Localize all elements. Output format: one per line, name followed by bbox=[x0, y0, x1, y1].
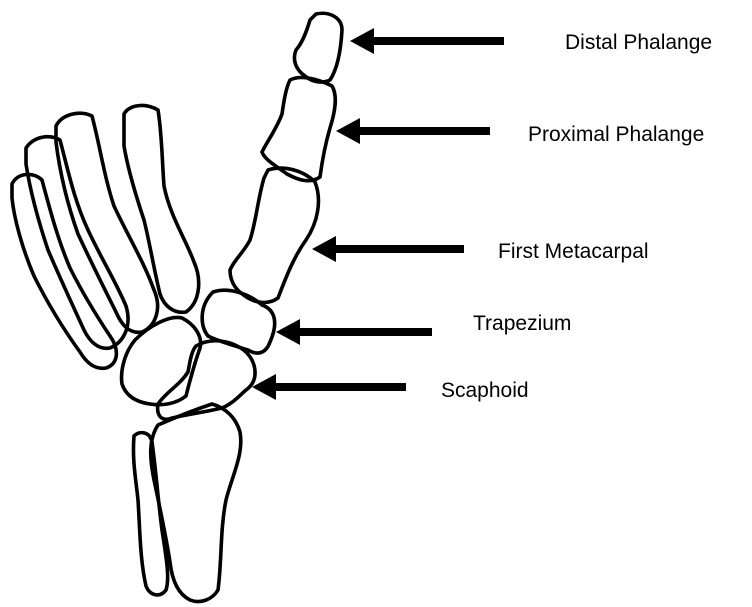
finger-metacarpal-bone bbox=[12, 174, 116, 368]
scaphoid-label: Scaphoid bbox=[441, 380, 529, 401]
proximal-phalange-bone bbox=[262, 78, 335, 181]
arrow bbox=[336, 118, 490, 144]
arrow bbox=[276, 319, 432, 345]
arrow bbox=[252, 374, 406, 400]
first-metacarpal-label: First Metacarpal bbox=[498, 241, 649, 262]
proximal-phalange-label: Proximal Phalange bbox=[528, 124, 704, 145]
arrow bbox=[350, 28, 504, 54]
arrow bbox=[312, 236, 464, 262]
finger-metacarpal-bone bbox=[26, 137, 128, 349]
trapezium-label: Trapezium bbox=[473, 313, 571, 334]
finger-metacarpal-bone bbox=[124, 105, 199, 312]
distal-phalange-label: Distal Phalange bbox=[565, 32, 712, 53]
distal-phalange-bone bbox=[294, 13, 342, 82]
trapezium-bone bbox=[202, 290, 274, 353]
first-metacarpal-bone bbox=[230, 168, 318, 302]
radius-bone bbox=[151, 404, 241, 602]
